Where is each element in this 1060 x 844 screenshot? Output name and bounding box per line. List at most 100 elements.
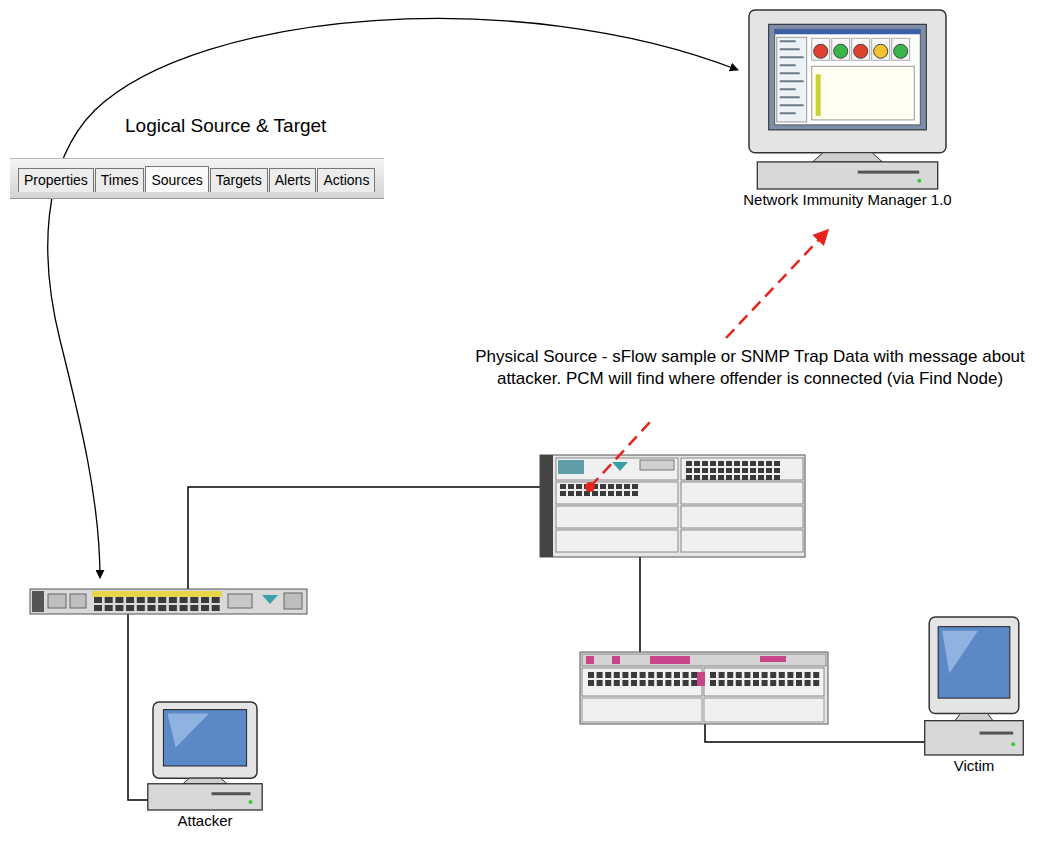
switch-port [766,475,772,480]
switch-port [718,475,724,480]
switch-part [580,652,828,724]
switch-port [710,680,716,686]
gauge-panel [832,38,850,60]
switch-port [588,672,594,678]
logical-arrow [48,19,738,578]
switch-port [201,605,209,611]
switch-port [631,672,637,678]
computer-outline [918,615,1030,757]
switch-part [284,593,302,609]
switch-port [710,468,716,473]
chassis-module [556,458,678,480]
switch-port [805,672,811,678]
switch-part [540,455,553,557]
switch-port [787,672,793,678]
switch-port [600,491,606,496]
switch-port [190,605,198,611]
switch-port [622,680,628,686]
management-module [558,460,584,474]
monitor-stand [955,714,993,721]
switch-port [105,597,113,603]
switch-port [608,484,614,489]
chassis-module [681,482,803,504]
switch-port [624,484,630,489]
switch-port [813,672,819,678]
switch-port [766,461,772,466]
switch-port [169,597,177,603]
switch-port [212,605,220,611]
switch-port [115,597,123,603]
switch-port [718,461,724,466]
switch-port [742,468,748,473]
switch-port [683,680,689,686]
switch-port [126,605,134,611]
computer-outline [745,8,950,191]
switch-port [750,475,756,480]
switch-port [657,680,663,686]
switch-port [805,680,811,686]
gauge [834,44,848,58]
switch-port [726,461,732,466]
computer-case [148,784,262,810]
chassis-module [582,668,702,696]
switch-port [787,680,793,686]
switch-port [190,597,198,603]
tree-item [780,80,804,82]
node-caption: Attacker [177,812,232,830]
gauge-panel [872,38,890,60]
switch-port [813,680,819,686]
switch-port [608,491,614,496]
tab-label: Properties [18,168,94,192]
chassis-module [681,506,803,528]
switch-port [726,475,732,480]
switch-port [774,475,780,480]
switch-port [560,484,566,489]
switch-port [774,461,780,466]
switch-port [600,484,606,489]
switch-port [744,680,750,686]
switch-port [796,680,802,686]
tree-item [780,48,800,50]
switch-port [105,605,113,611]
switch-part [697,672,705,686]
switch-port [614,672,620,678]
chassis-module [681,458,803,480]
switch-port [694,468,700,473]
switch-port [734,468,740,473]
switch-port [736,672,742,678]
switch-port [719,680,725,686]
power-led [1011,742,1015,746]
monitor-stand [813,153,883,162]
drive-slot [858,171,920,174]
monitor-screen [938,627,1010,698]
monitor-bezel [929,617,1019,714]
switch-port [597,680,603,686]
switch-port [691,680,697,686]
switch-port [648,680,654,686]
gauge-panel [892,38,910,60]
switch-part [612,656,620,664]
switch-port [702,461,708,466]
switch-port [616,484,622,489]
empty-slot [704,698,824,722]
switch-port [734,461,740,466]
switch-port [727,672,733,678]
switch-port [694,475,700,480]
switch-port [726,468,732,473]
switch-port [94,597,102,603]
source-dot [585,482,595,492]
tree-item [780,64,796,66]
tab-label: Alerts [269,168,317,192]
chassis-module [556,482,678,504]
switch-port [727,680,733,686]
switch-part [92,591,222,597]
switch-part [228,594,252,608]
switch-port [605,672,611,678]
switch-port [691,672,697,678]
switch-port [201,597,209,603]
switch-port [588,680,594,686]
switch-port [710,461,716,466]
switch-part [586,656,594,664]
chassis-module [681,530,803,552]
tree-item [780,112,796,114]
